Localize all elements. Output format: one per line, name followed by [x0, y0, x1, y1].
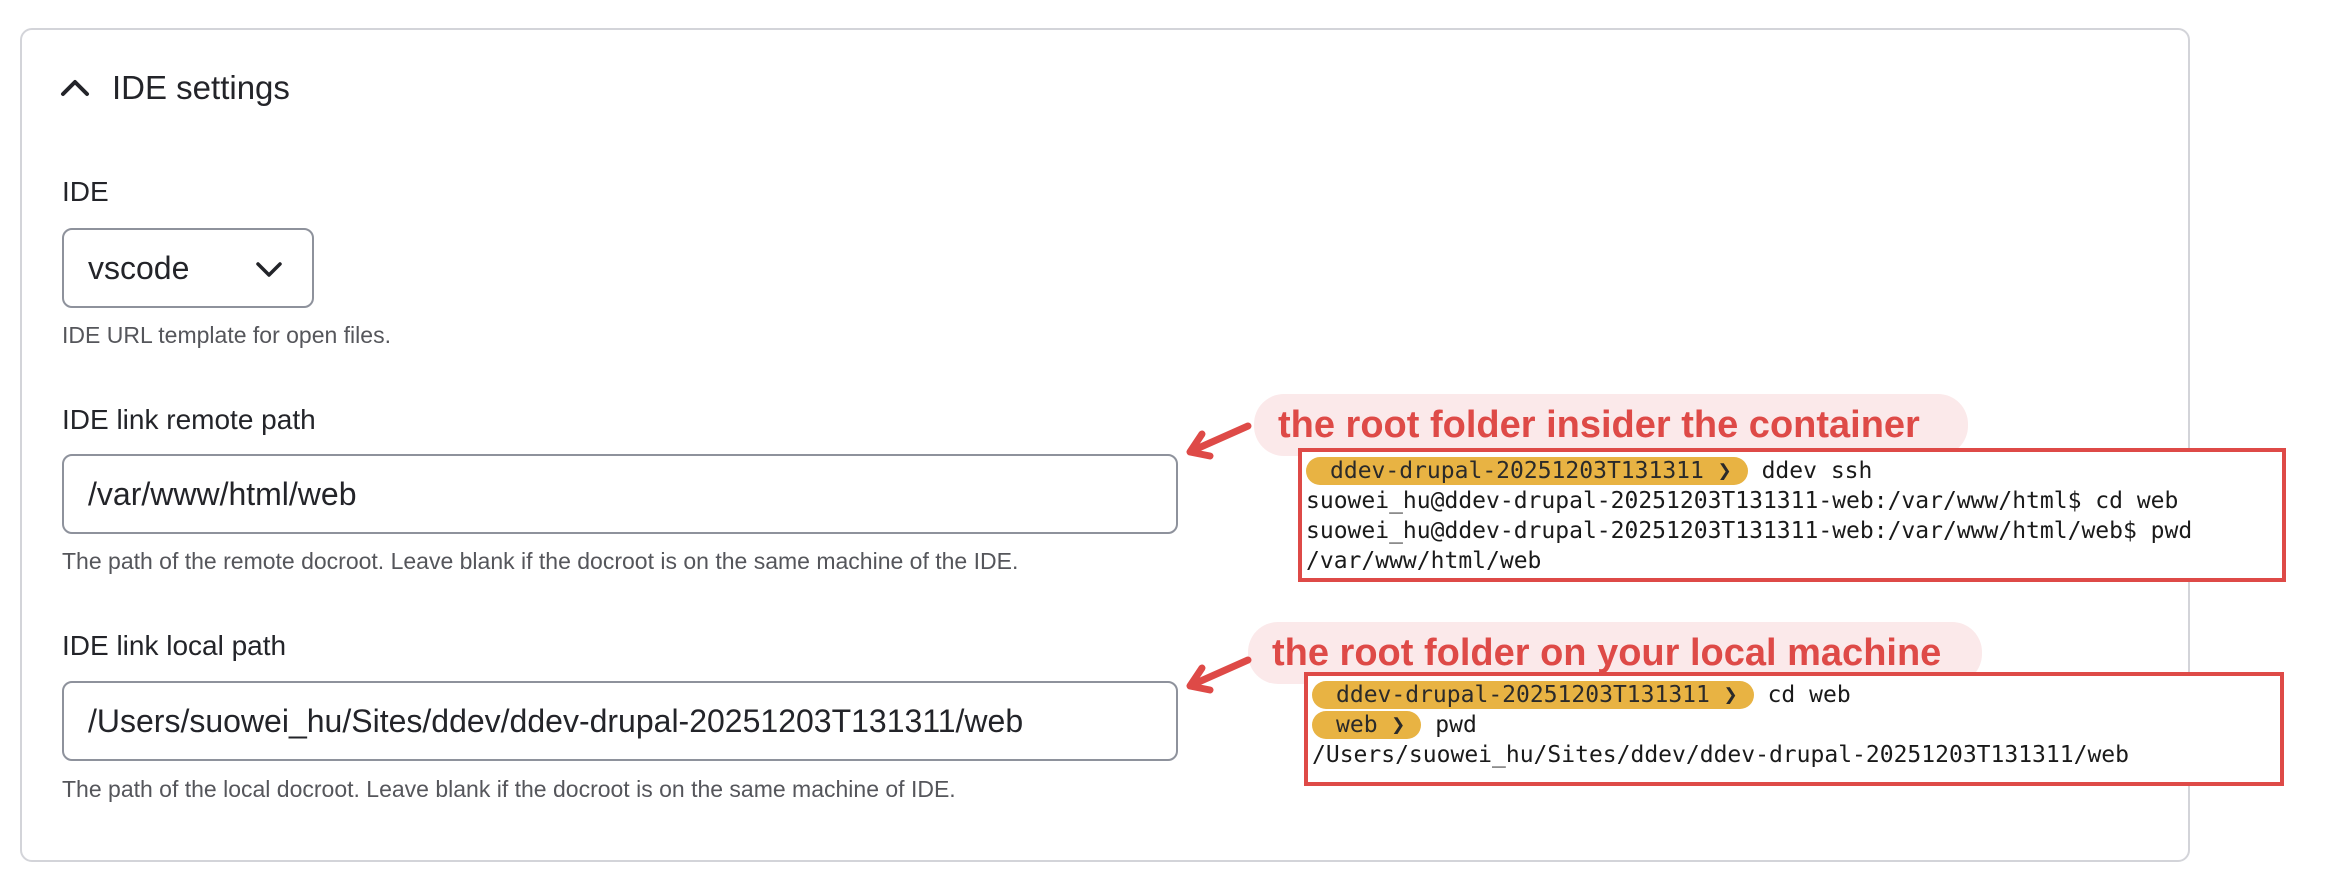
ide-description: IDE URL template for open files.	[62, 322, 391, 348]
terminal-prompt: web ❯	[1312, 711, 1422, 739]
ide-select-value: vscode	[88, 249, 190, 286]
remote-path-label: IDE link remote path	[62, 404, 316, 435]
remote-path-input[interactable]	[62, 454, 1178, 534]
terminal-local-screenshot: ddev-drupal-20251203T131311 ❯ cd web web…	[1304, 672, 2284, 786]
ide-select[interactable]: vscode	[62, 228, 314, 308]
ide-settings-toggle[interactable]: IDE settings	[58, 64, 290, 112]
terminal-line: suowei_hu@ddev-drupal-20251203T131311-we…	[1306, 518, 2193, 544]
terminal-command: cd web	[1767, 682, 1851, 708]
local-path-label: IDE link local path	[62, 630, 287, 661]
terminal-prompt: ddev-drupal-20251203T131311 ❯	[1306, 457, 1748, 485]
ide-label: IDE	[62, 176, 109, 207]
terminal-remote-screenshot: ddev-drupal-20251203T131311 ❯ ddev ssh s…	[1298, 448, 2286, 582]
terminal-prompt: ddev-drupal-20251203T131311 ❯	[1312, 681, 1754, 709]
terminal-output: /var/www/html/web	[1306, 548, 1542, 574]
terminal-command: ddev ssh	[1761, 458, 1873, 484]
chevron-down-icon	[256, 262, 282, 277]
chevron-up-icon	[61, 80, 89, 96]
arrow-left-icon	[1186, 422, 1252, 460]
remote-path-description: The path of the remote docroot. Leave bl…	[62, 548, 1019, 574]
terminal-output: /Users/suowei_hu/Sites/ddev/ddev-drupal-…	[1312, 742, 2129, 768]
section-title: IDE settings	[112, 69, 290, 106]
annotation-remote: the root folder insider the container	[1254, 394, 1968, 456]
terminal-line: suowei_hu@ddev-drupal-20251203T131311-we…	[1306, 488, 2179, 514]
arrow-left-icon	[1186, 656, 1252, 694]
terminal-command: pwd	[1435, 712, 1477, 738]
local-path-description: The path of the local docroot. Leave bla…	[62, 776, 956, 802]
local-path-input[interactable]	[62, 681, 1178, 761]
